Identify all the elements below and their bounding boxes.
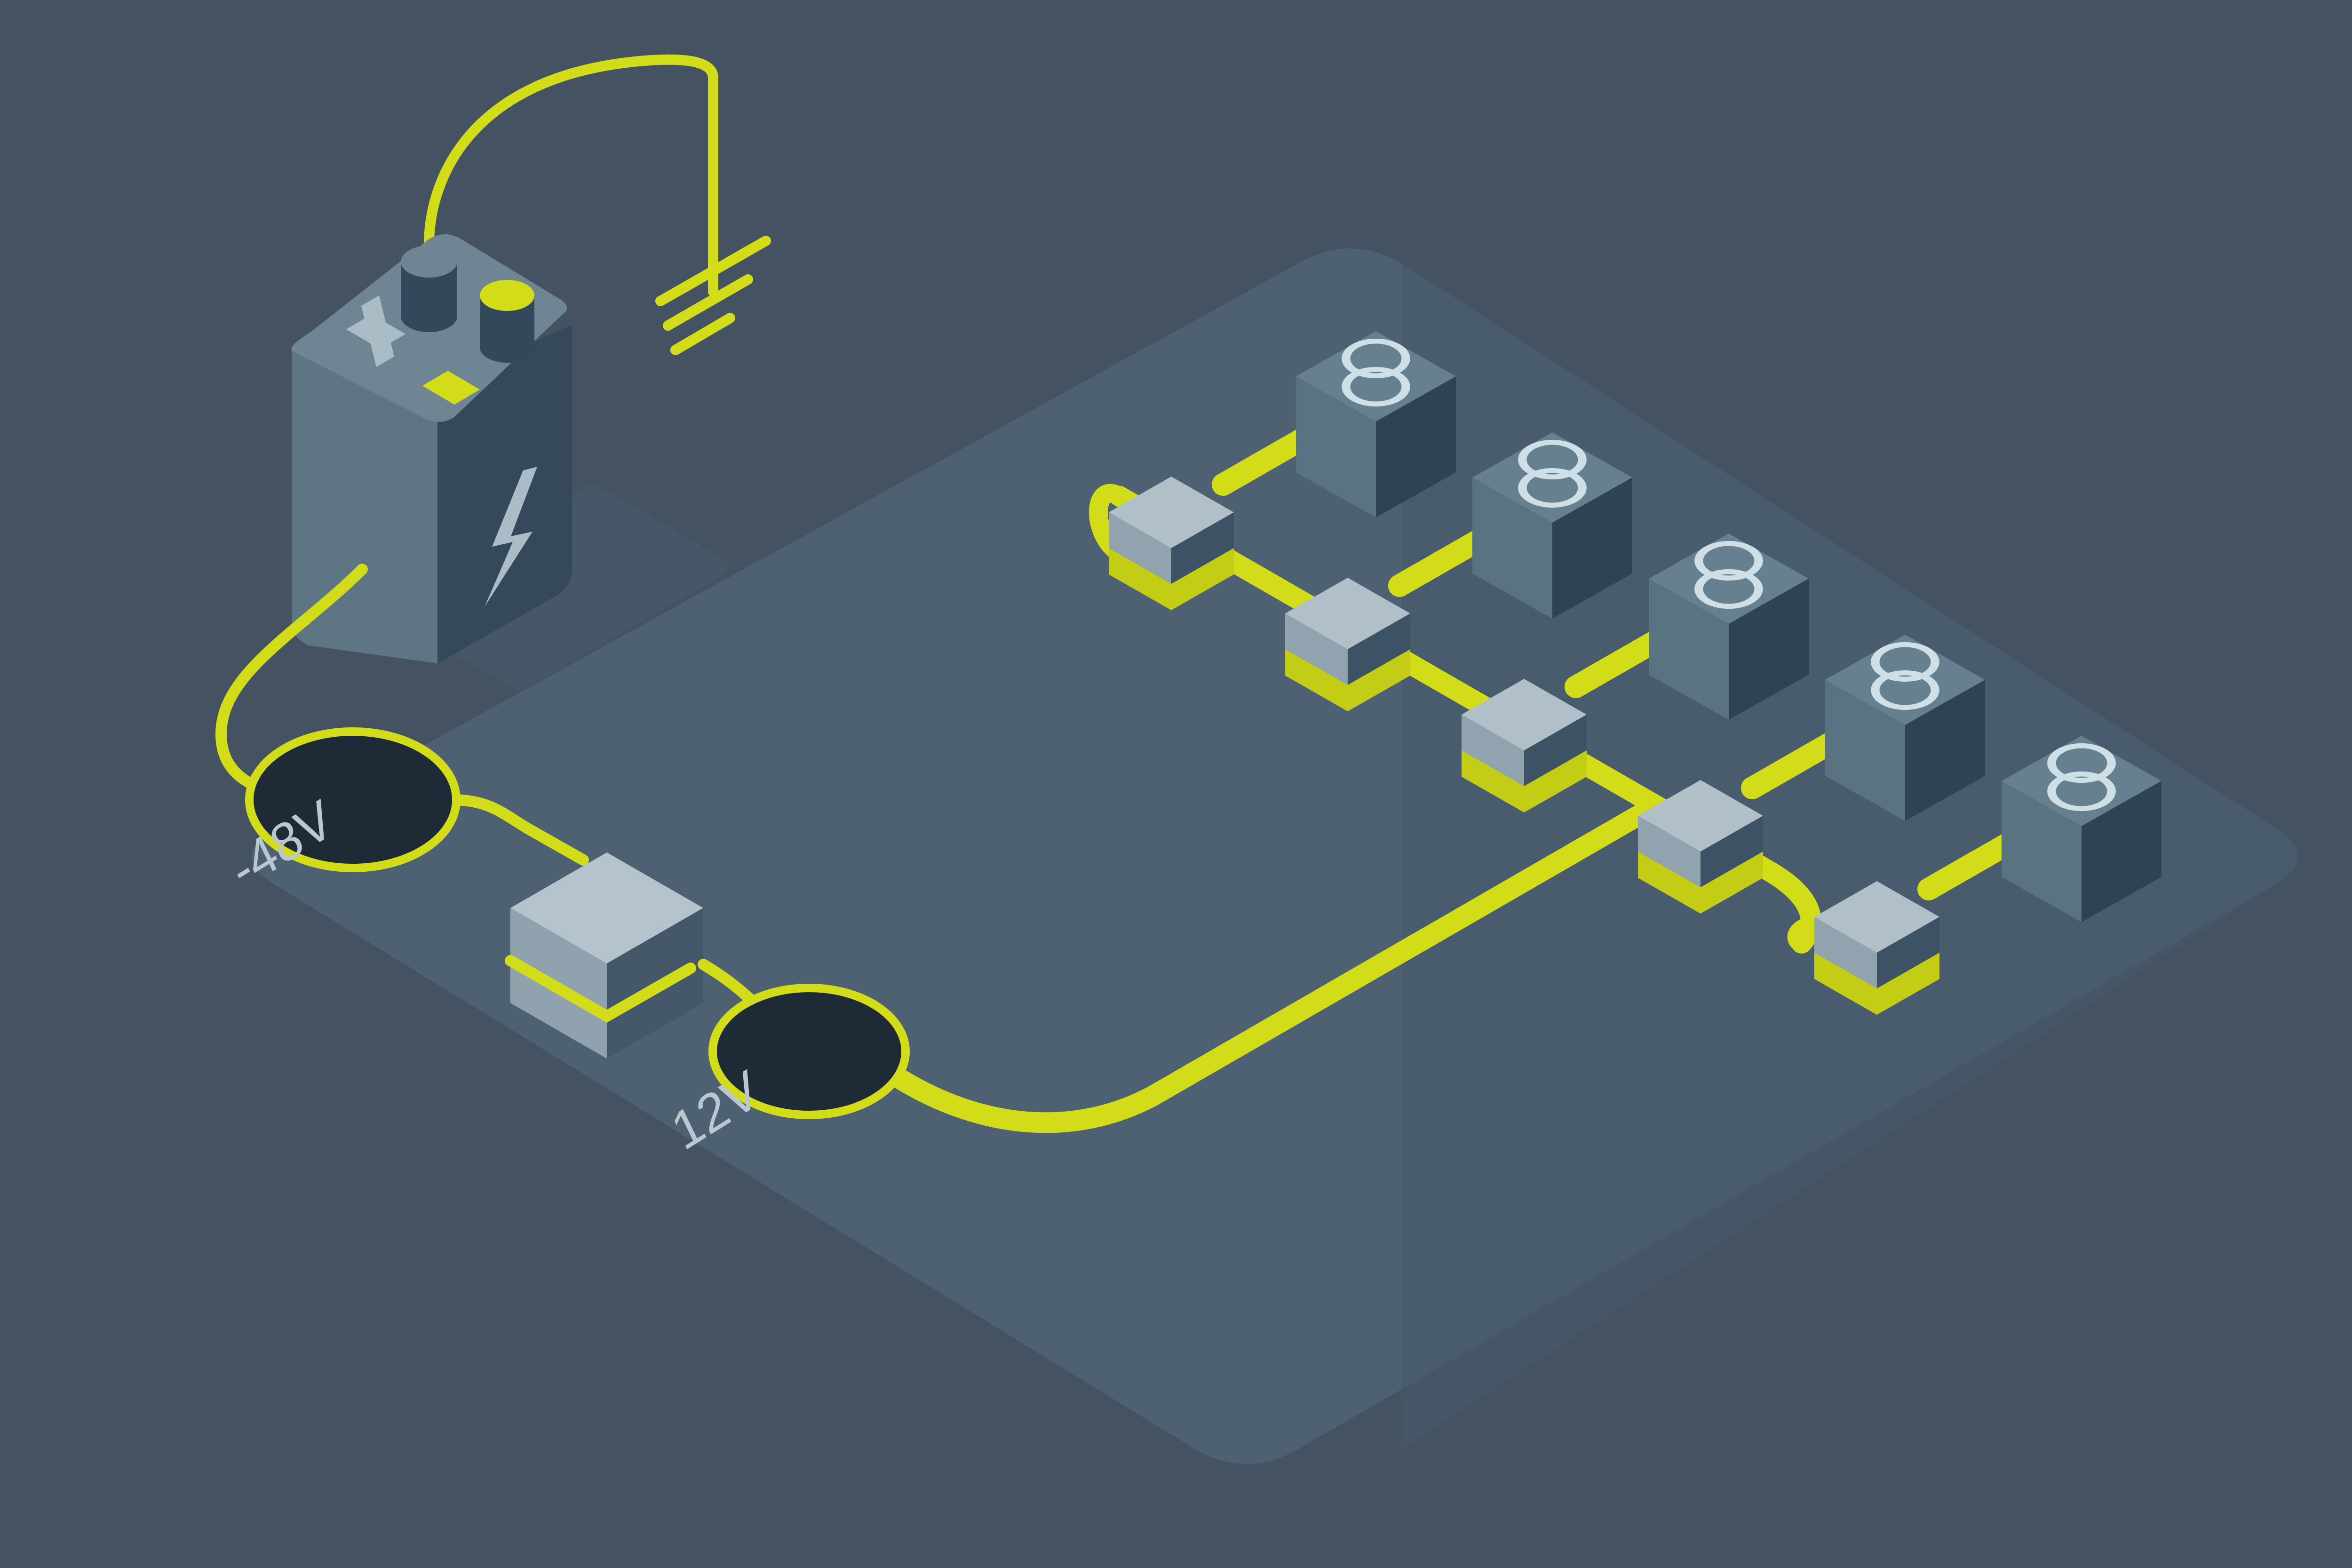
ground-wire [424, 54, 718, 250]
voltage-label-ellipse [708, 984, 910, 1119]
positive-terminal[interactable] [401, 246, 457, 332]
battery[interactable] [291, 234, 572, 663]
battery-minus-marker [422, 371, 480, 405]
earth-ground-symbol [655, 74, 771, 355]
lightning-bolt-icon [485, 467, 537, 607]
voltage-label-ellipse [245, 727, 461, 872]
battery-plus-marker [346, 295, 405, 367]
negative-terminal[interactable] [480, 280, 534, 363]
voltage-label--48v[interactable]: -48V [221, 727, 461, 900]
